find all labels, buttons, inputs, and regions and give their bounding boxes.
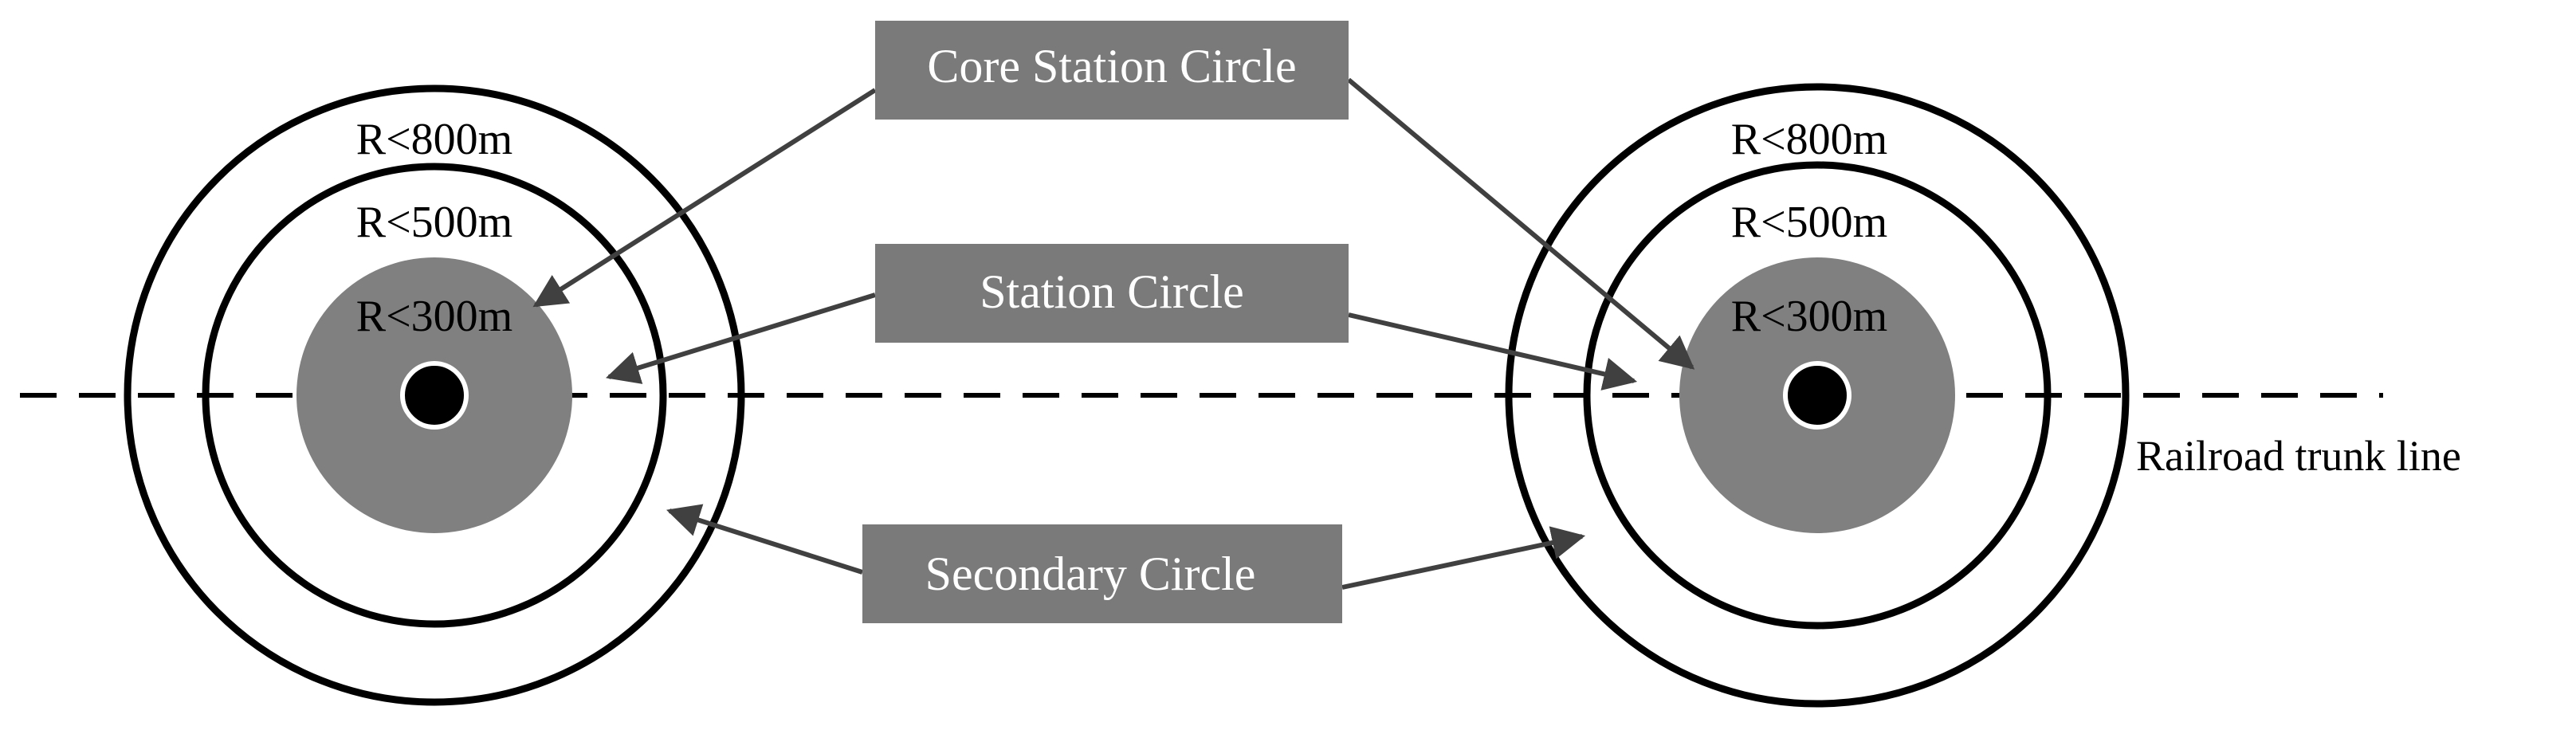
right-ring-label-500m: R<500m	[1731, 198, 1888, 247]
right-station-ring-500m	[1583, 161, 2052, 630]
railroad-trunk-line-label: Railroad trunk line	[2136, 432, 2461, 480]
right-station-dot	[1783, 361, 1852, 430]
callout-station-circle: Station Circle	[875, 244, 1349, 343]
callout-core-label: Core Station Circle	[927, 40, 1296, 92]
callout-core-station-circle: Core Station Circle	[875, 21, 1349, 120]
left-station-ring-500m	[202, 163, 667, 628]
callout-station-box	[875, 244, 1349, 343]
secondary-arrow-left	[666, 504, 863, 575]
right-secondary-ring-800m	[1505, 83, 2130, 708]
left-station-dot	[400, 361, 469, 430]
callout-secondary-box	[862, 524, 1342, 623]
left-ring-label-500m: R<500m	[356, 198, 513, 247]
station-arrow-right	[1348, 312, 1638, 391]
left-station: R<800m R<500m R<300m	[124, 84, 745, 706]
left-ring-label-300m: R<300m	[356, 292, 513, 341]
left-ring-label-800m: R<800m	[356, 115, 513, 164]
right-station: R<800m R<500m R<300m	[1505, 83, 2130, 708]
right-ring-label-300m: R<300m	[1731, 292, 1888, 341]
callout-secondary-label: Secondary Circle	[925, 548, 1256, 600]
right-ring-label-800m: R<800m	[1731, 115, 1888, 164]
station-arrow-left	[605, 292, 876, 384]
left-secondary-ring-800m	[124, 84, 745, 706]
core-arrow-right	[1347, 77, 1695, 370]
secondary-arrow-right	[1341, 526, 1586, 590]
callout-station-label: Station Circle	[980, 265, 1244, 318]
callout-arrows	[532, 77, 1695, 590]
core-arrow-left	[532, 88, 877, 308]
callout-core-box	[875, 21, 1349, 120]
callout-secondary-circle: Secondary Circle	[862, 524, 1342, 623]
